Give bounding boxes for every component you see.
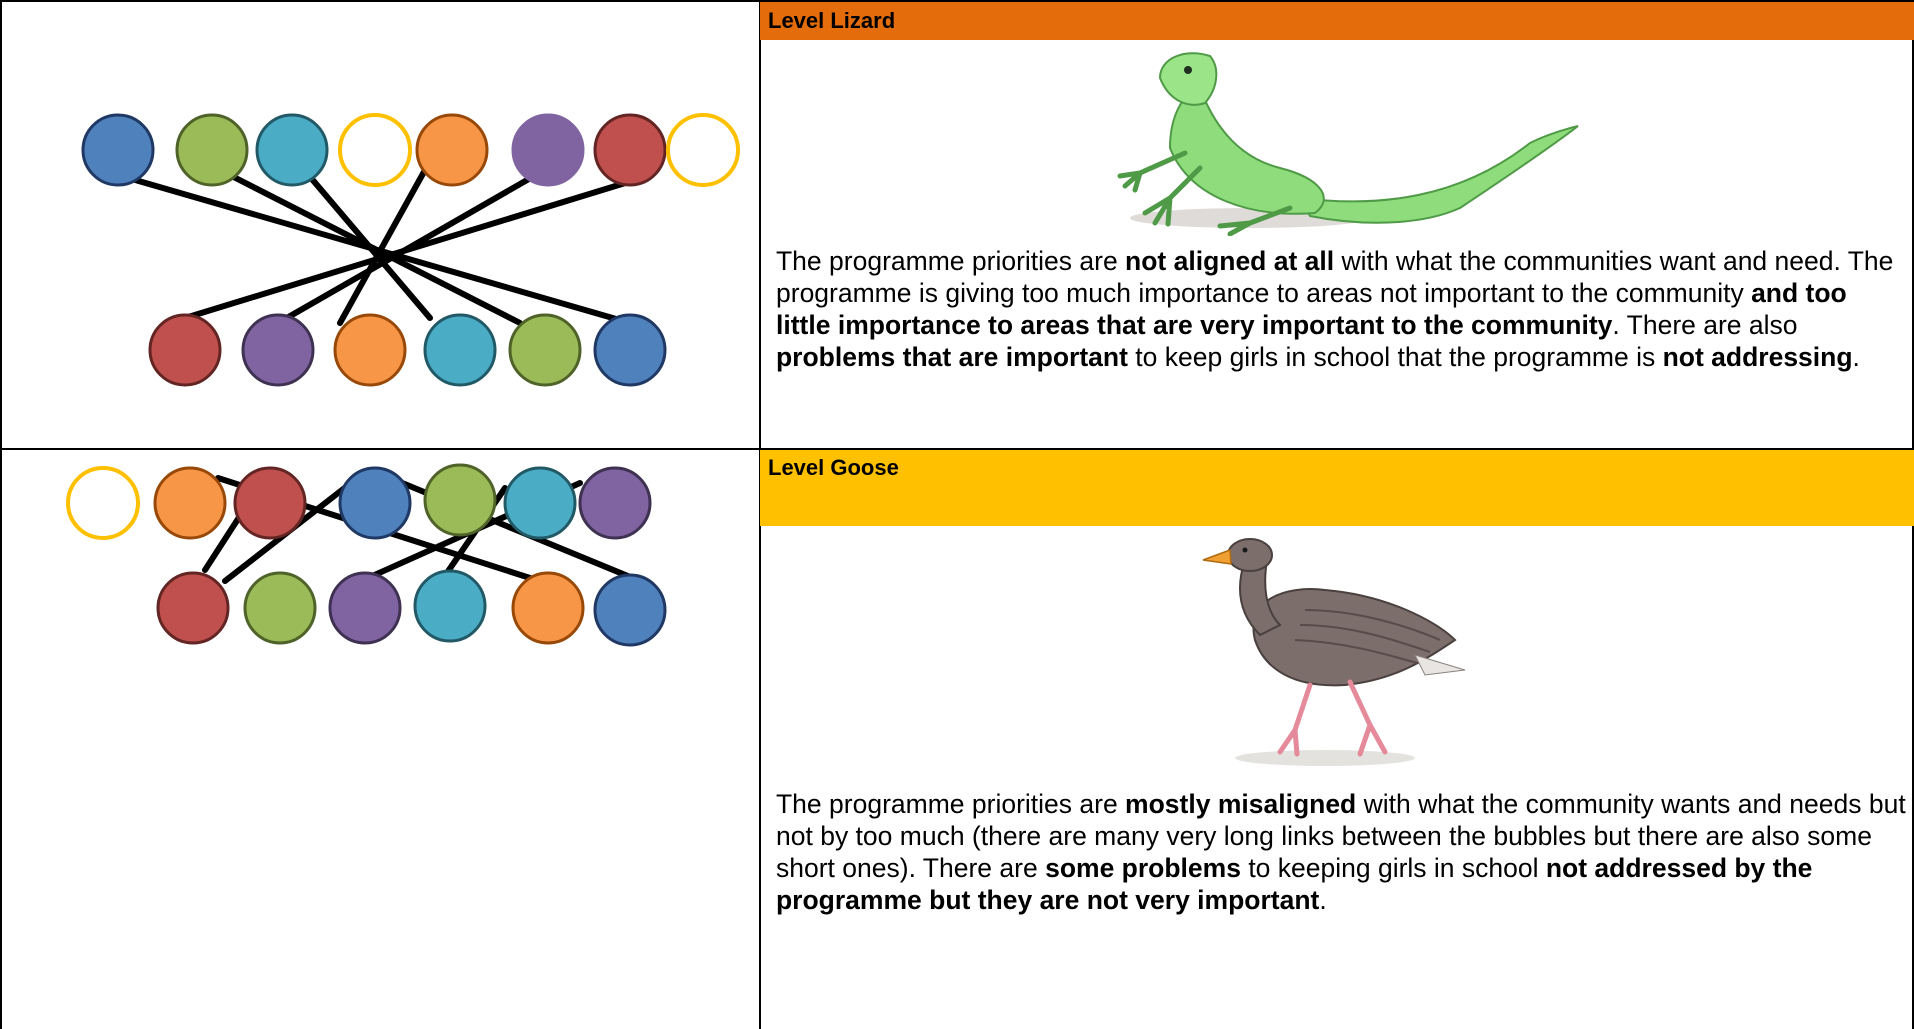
table-row-divider <box>0 448 1914 450</box>
description-segment: . There are also <box>1612 310 1798 340</box>
bubble-purple <box>511 113 585 187</box>
description-bold-segment: not aligned at all <box>1125 246 1335 276</box>
description-segment: . <box>1319 885 1327 915</box>
link-lines <box>115 162 638 326</box>
bubble-blue <box>593 573 667 647</box>
description-segment: The programme priorities are <box>776 789 1126 819</box>
lizard-alignment-diagram <box>81 113 740 387</box>
top-bubble-row <box>81 113 740 187</box>
lizard-icon <box>1117 52 1579 237</box>
bubble-red <box>233 466 307 540</box>
goose-icon <box>1202 538 1466 766</box>
bubble-green <box>508 313 582 387</box>
description-segment: . <box>1852 342 1860 372</box>
level-lizard-header: Level Lizard <box>760 2 1914 40</box>
description-segment: The programme priorities are <box>776 246 1126 276</box>
bubble-teal <box>423 313 497 387</box>
description-bold-segment: not addressing <box>1662 342 1853 372</box>
bubble-empty <box>66 466 140 540</box>
goose-alignment-diagram <box>66 463 667 647</box>
level-goose-header: Level Goose <box>760 450 1914 526</box>
bubble-purple <box>578 466 652 540</box>
bubble-red <box>593 113 667 187</box>
description-bold-segment: and too little importance to areas that … <box>776 278 1847 340</box>
bubble-green <box>175 113 249 187</box>
level-goose-description: The programme priorities are mostly misa… <box>776 788 1906 916</box>
bubble-purple <box>241 313 315 387</box>
description-segment: with what the communities want and need.… <box>776 246 1894 308</box>
description-bold-segment: problems that are important <box>776 342 1128 372</box>
bubble-orange <box>333 313 407 387</box>
description-bold-segment: not addressed by the programme but they … <box>776 853 1813 915</box>
description-bold-segment: some problems <box>1045 853 1241 883</box>
bottom-bubble-row <box>156 569 667 647</box>
description-segment: to keeping girls in school <box>1240 853 1546 883</box>
bubble-red <box>156 571 230 645</box>
link-line <box>297 162 433 321</box>
bubble-blue <box>593 313 667 387</box>
description-bold-segment: mostly misaligned <box>1125 789 1357 819</box>
bubble-orange <box>415 113 489 187</box>
bubble-blue <box>338 466 412 540</box>
bubble-red <box>148 313 222 387</box>
bubble-purple <box>328 571 402 645</box>
top-bubble-row <box>66 463 652 540</box>
bubble-orange <box>153 466 227 540</box>
bubble-teal <box>413 569 487 643</box>
level-lizard-description: The programme priorities are not aligned… <box>776 245 1906 373</box>
table-border-top <box>0 0 1914 2</box>
bubble-blue <box>81 113 155 187</box>
description-segment: to keep girls in school that the program… <box>1127 342 1663 372</box>
bubble-empty <box>666 113 740 187</box>
bubble-orange <box>511 571 585 645</box>
link-line <box>337 167 428 326</box>
bubble-empty <box>338 113 412 187</box>
bubble-green <box>243 571 317 645</box>
description-segment: with what the community wants and needs … <box>776 789 1906 883</box>
bottom-bubble-row <box>148 313 667 387</box>
goose-illustration <box>1185 530 1485 770</box>
table-border-left <box>0 0 2 1029</box>
bubble-teal <box>503 466 577 540</box>
link-line <box>182 177 638 321</box>
lizard-illustration <box>1100 48 1580 237</box>
bubble-teal <box>255 113 329 187</box>
bubble-green <box>423 463 497 537</box>
